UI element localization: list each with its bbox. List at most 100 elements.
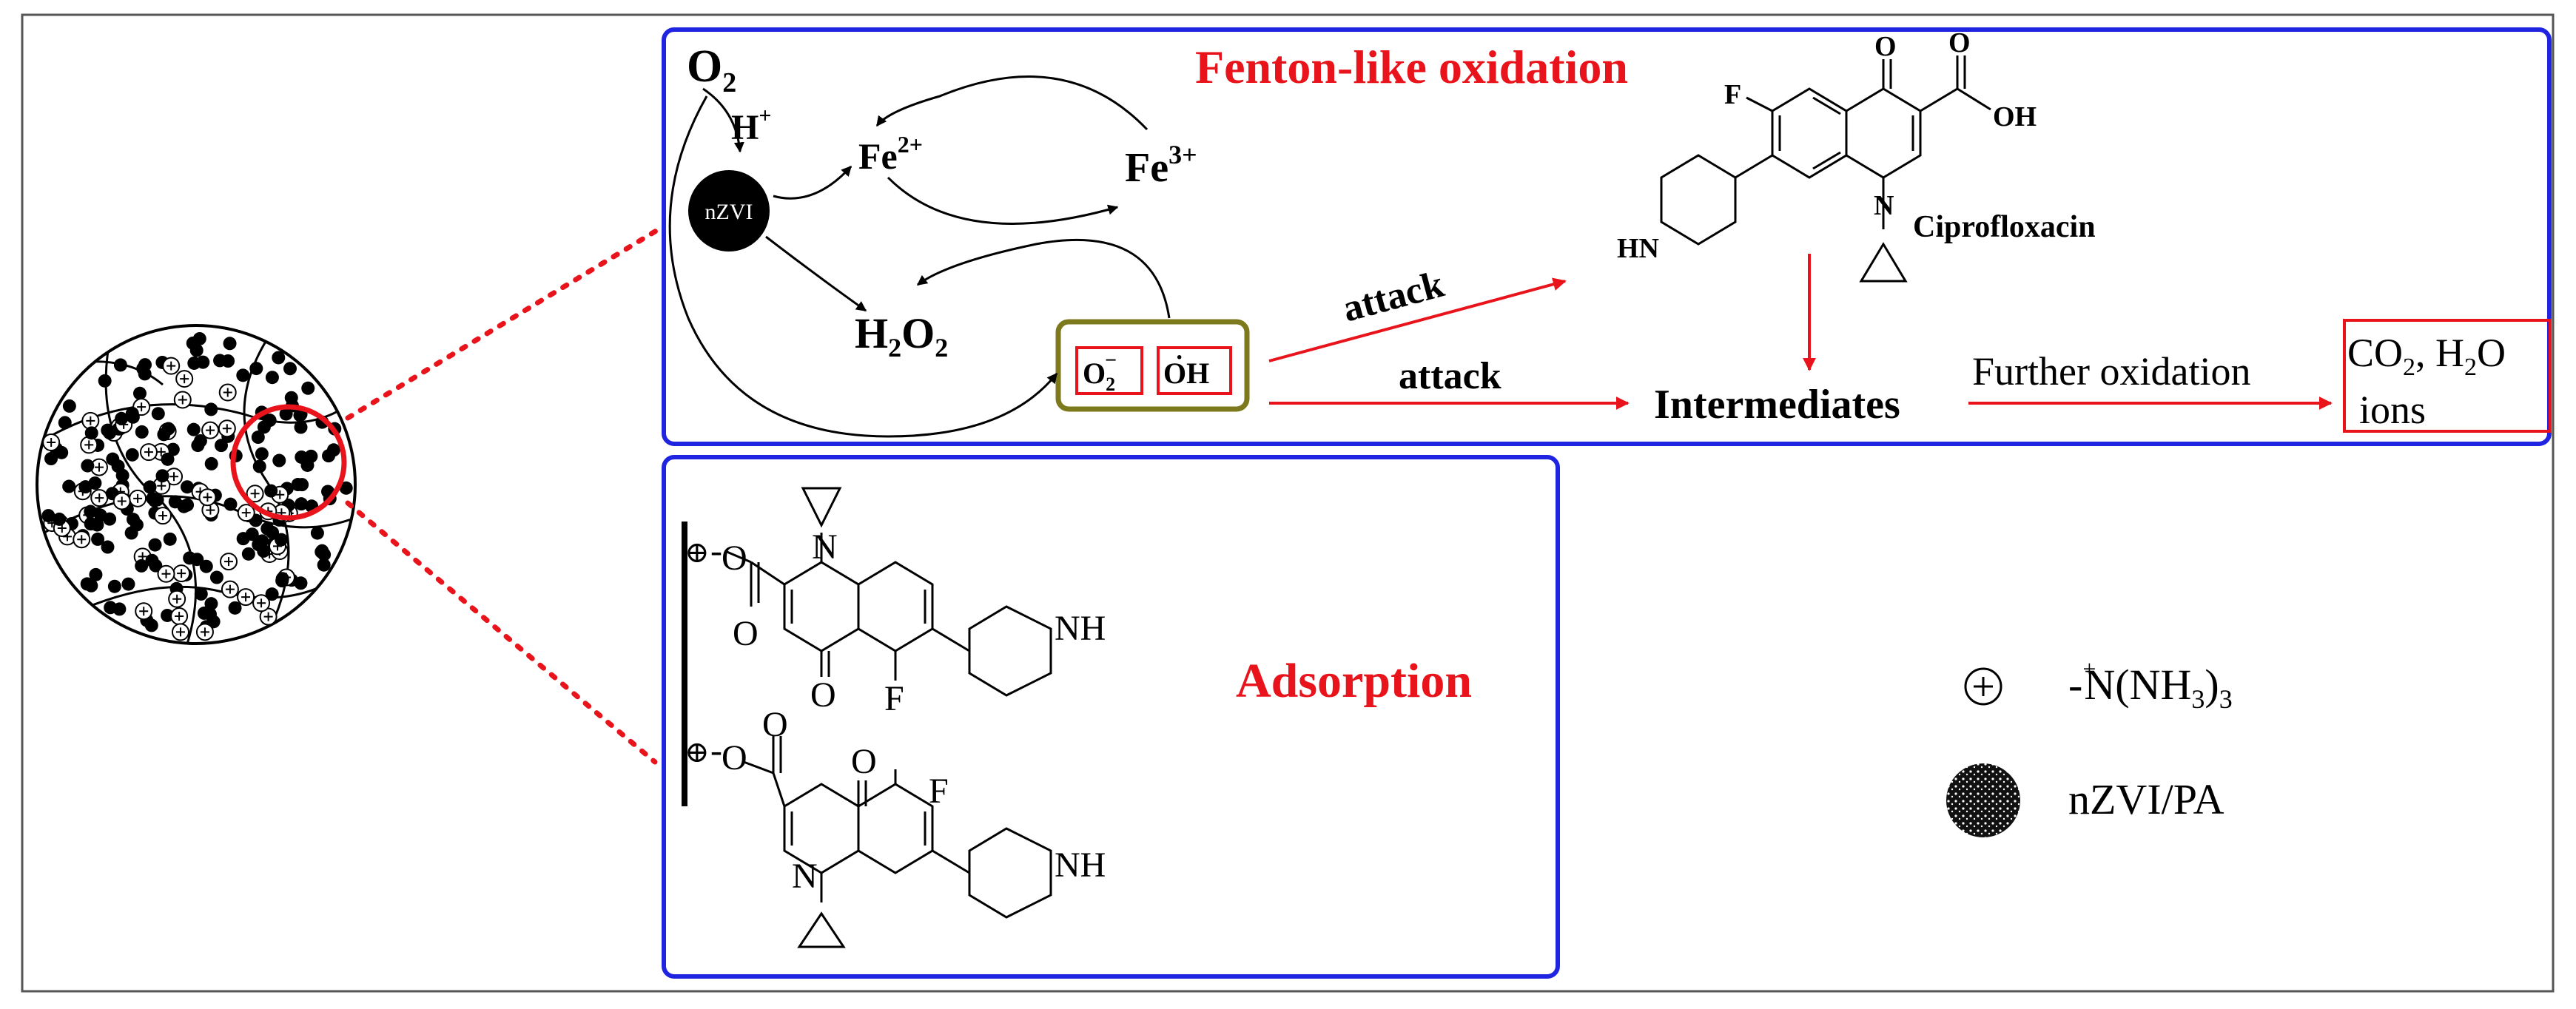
particle-iron-dot	[53, 512, 67, 526]
cipro-atom-labels: O O OH F N HN	[1617, 27, 2037, 264]
particle-plus-mark	[156, 447, 166, 456]
legend-amine-label: -+N(NH3)3	[2068, 655, 2233, 714]
particle-iron-dot	[322, 449, 336, 463]
nzvi-pa-particle	[36, 324, 357, 645]
particle-plus-mark	[225, 584, 235, 594]
ciprofloxacin-label: Ciprofloxacin	[1913, 210, 2096, 244]
particle-iron-dot	[84, 426, 98, 440]
particle-iron-dot	[161, 452, 175, 466]
particle-iron-dot	[78, 480, 93, 494]
particle-iron-dot	[98, 374, 112, 388]
lower-n: N	[792, 857, 818, 896]
particle-iron-dot	[249, 362, 263, 376]
products-line1: CO2, H2O	[2347, 331, 2506, 381]
particle-iron-dot	[135, 425, 149, 439]
particle-iron-dot	[266, 525, 280, 539]
lower-nh: NH	[1055, 846, 1106, 885]
particle-iron-dot	[132, 386, 147, 400]
particle-iron-dot	[151, 407, 165, 421]
cipro-o-carbonyl: O	[1948, 27, 1971, 58]
particle-plus-mark	[47, 437, 56, 447]
superoxide-box	[1075, 346, 1143, 395]
particle-iron-dot	[255, 447, 269, 461]
particle-plus-mark	[263, 612, 273, 621]
particle-plus-mark	[200, 627, 209, 637]
particle-iron-dot	[241, 547, 255, 561]
particle-iron-dot	[135, 559, 149, 573]
upper-minus: -	[710, 531, 722, 570]
particle-iron-dot	[126, 513, 140, 527]
particle-iron-dot	[275, 572, 289, 586]
h-plus-label: H+	[731, 104, 771, 147]
particle-iron-dot	[294, 576, 308, 590]
particle-plus-mark	[241, 593, 251, 602]
particle-plus-mark	[275, 490, 285, 499]
particle-plus-mark	[161, 569, 171, 578]
radicals-box	[1055, 319, 1250, 412]
upper-o-minus: O	[722, 539, 747, 578]
particle-iron-dot	[84, 504, 98, 519]
particle-iron-dot	[62, 479, 76, 493]
particle-plus-mark	[172, 594, 182, 604]
particle-iron-dot	[58, 416, 72, 430]
particle-iron-dot	[339, 481, 353, 495]
particle-iron-dot	[228, 601, 242, 615]
cipro-n: N	[1874, 190, 1894, 221]
particle-iron-dot	[44, 452, 58, 466]
h2o2-label: H2O2	[855, 309, 948, 362]
particle-iron-dot	[41, 509, 56, 523]
particle-iron-dot	[148, 538, 162, 552]
particle-iron-dot	[89, 567, 103, 581]
upper-n: N	[812, 527, 838, 567]
particle-plus-mark	[223, 388, 232, 397]
particle-plus-mark	[241, 508, 251, 518]
particle-iron-dot	[294, 420, 308, 434]
particle-iron-dot	[168, 495, 182, 509]
particle-iron-dot	[180, 480, 194, 494]
particle-plus-mark	[158, 511, 168, 521]
products-line2: ions	[2359, 388, 2426, 432]
particle-plus-mark	[224, 557, 234, 567]
adsorbed-molecule-lower	[743, 736, 1052, 948]
adsorbed-lower-labels: ⊕ - O O O F N NH	[685, 705, 1106, 896]
particle-iron-dot	[187, 356, 201, 370]
particle-plus-mark	[94, 462, 104, 472]
particle-plus-mark	[222, 424, 232, 433]
upper-o-carbonyl: O	[733, 614, 759, 653]
particle-plus-mark	[206, 505, 215, 515]
particle-iron-dot	[143, 480, 157, 494]
adsorption-panel: ⊕ - O O O N NH F ⊕	[662, 455, 1560, 979]
upper-plus: ⊕	[685, 536, 710, 569]
particle-plus-mark	[157, 481, 167, 490]
particle-iron-dot	[104, 601, 118, 615]
particle-iron-dot	[84, 517, 98, 531]
particle-iron-dot	[190, 553, 204, 567]
particle-iron-dot	[272, 453, 286, 468]
particle-iron-dot	[161, 608, 175, 622]
particle-iron-dot	[194, 587, 208, 601]
particle-iron-dot	[199, 559, 213, 573]
particle-iron-dot	[275, 533, 289, 547]
particle-plus-mark	[175, 627, 185, 637]
particle-iron-dot	[214, 439, 228, 453]
particle-iron-dot	[317, 558, 331, 572]
particle-iron-dot	[113, 358, 127, 372]
particle-plus-mark	[206, 425, 215, 435]
cipro-f: F	[1724, 79, 1741, 110]
lower-o-minus: O	[722, 738, 747, 777]
particle-iron-dot	[209, 570, 223, 584]
particle-plus-mark	[95, 493, 104, 503]
upper-o-ketone: O	[810, 675, 836, 715]
outer-frame	[21, 13, 2555, 993]
cipro-o-ketone: O	[1874, 31, 1897, 62]
particle-iron-dot	[257, 420, 271, 434]
particle-iron-dot	[265, 371, 279, 385]
nzvi-label: nZVI	[705, 200, 753, 224]
particle-iron-dot	[291, 478, 305, 492]
particle-iron-dot	[81, 459, 95, 473]
superoxide-label: O2−	[1083, 349, 1117, 395]
particle-plus-mark	[167, 361, 176, 371]
particle-plus-mark	[180, 374, 189, 384]
particle-plus-mark	[139, 607, 149, 616]
